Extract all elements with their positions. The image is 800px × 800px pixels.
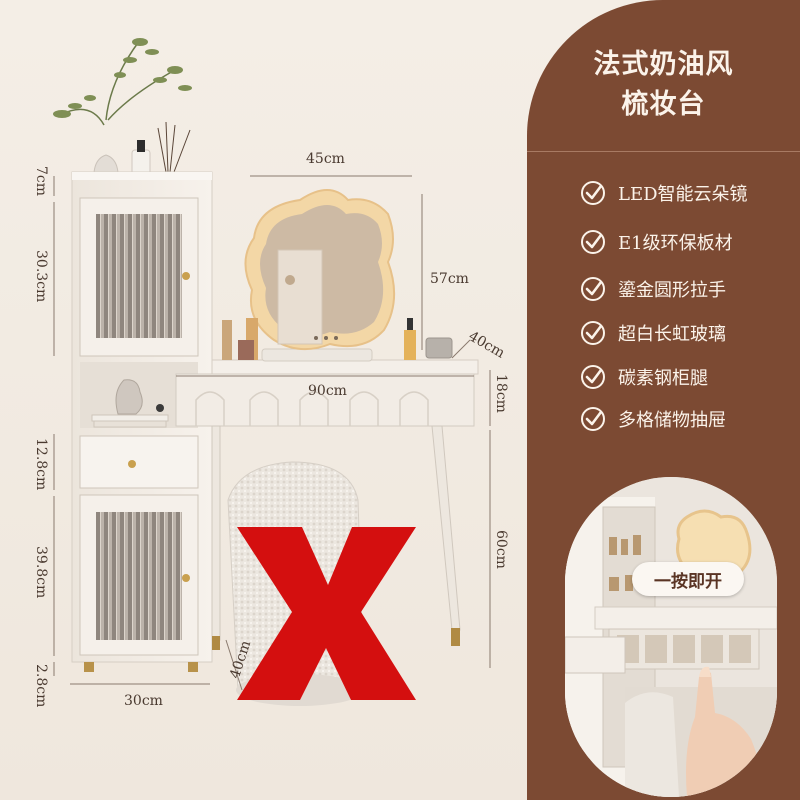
dim-foot: 2.8cm bbox=[33, 664, 49, 708]
vanity-table bbox=[175, 359, 479, 650]
dim-drawer-height: 18cm bbox=[493, 374, 509, 413]
panel-title-line2: 梳妆台 bbox=[621, 89, 706, 120]
led-cloud-mirror bbox=[244, 189, 396, 362]
feature-label: 多格储物抽屉 bbox=[618, 410, 726, 431]
dim-upper-cabinet: 30.3cm bbox=[33, 250, 49, 303]
panel-title-line1: 法式奶油风 bbox=[593, 49, 734, 80]
feature-label: 鎏金圆形拉手 bbox=[618, 280, 726, 301]
dim-cabinet-drawer: 12.8cm bbox=[33, 438, 49, 491]
dim-mirror-height: 57cm bbox=[430, 271, 469, 287]
feature-item: 鎏金圆形拉手 bbox=[580, 274, 726, 304]
panel-divider bbox=[527, 151, 800, 152]
check-circle-icon bbox=[581, 407, 605, 431]
feature-label: LED智能云朵镜 bbox=[618, 184, 748, 205]
feature-item: 碳素钢柜腿 bbox=[580, 362, 708, 392]
red-x-mark bbox=[237, 527, 416, 700]
drawer-detail-photo bbox=[565, 477, 777, 797]
dim-table-height: 60cm bbox=[493, 530, 509, 569]
feature-item: 超白长虹玻璃 bbox=[580, 318, 726, 348]
plant-decor bbox=[53, 38, 192, 193]
check-circle-icon bbox=[581, 365, 605, 389]
dimension-lines bbox=[53, 175, 491, 691]
drawer-detail-illustration bbox=[565, 477, 777, 797]
dim-lower-cabinet: 39.8cm bbox=[33, 546, 49, 599]
one-press-open-badge: 一按即开 bbox=[632, 562, 744, 596]
check-circle-icon bbox=[581, 230, 605, 254]
feature-item: LED智能云朵镜 bbox=[580, 178, 748, 208]
feature-item: 多格储物抽屉 bbox=[580, 404, 726, 434]
feature-label: 碳素钢柜腿 bbox=[618, 368, 708, 389]
check-circle-icon bbox=[581, 181, 605, 205]
feature-label: E1级环保板材 bbox=[618, 233, 733, 254]
cosmetics bbox=[222, 318, 453, 360]
shelf-decor bbox=[91, 379, 169, 428]
vanity-illustration bbox=[53, 38, 491, 706]
dim-cabinet-width: 30cm bbox=[124, 693, 163, 709]
feature-label: 超白长虹玻璃 bbox=[618, 324, 726, 345]
check-circle-icon bbox=[581, 277, 605, 301]
dim-table-width: 90cm bbox=[308, 383, 347, 399]
feature-item: E1级环保板材 bbox=[580, 227, 733, 257]
check-circle-icon bbox=[581, 321, 605, 345]
dim-top-shelf: 7cm bbox=[33, 166, 49, 197]
dim-mirror-width: 45cm bbox=[306, 151, 345, 167]
